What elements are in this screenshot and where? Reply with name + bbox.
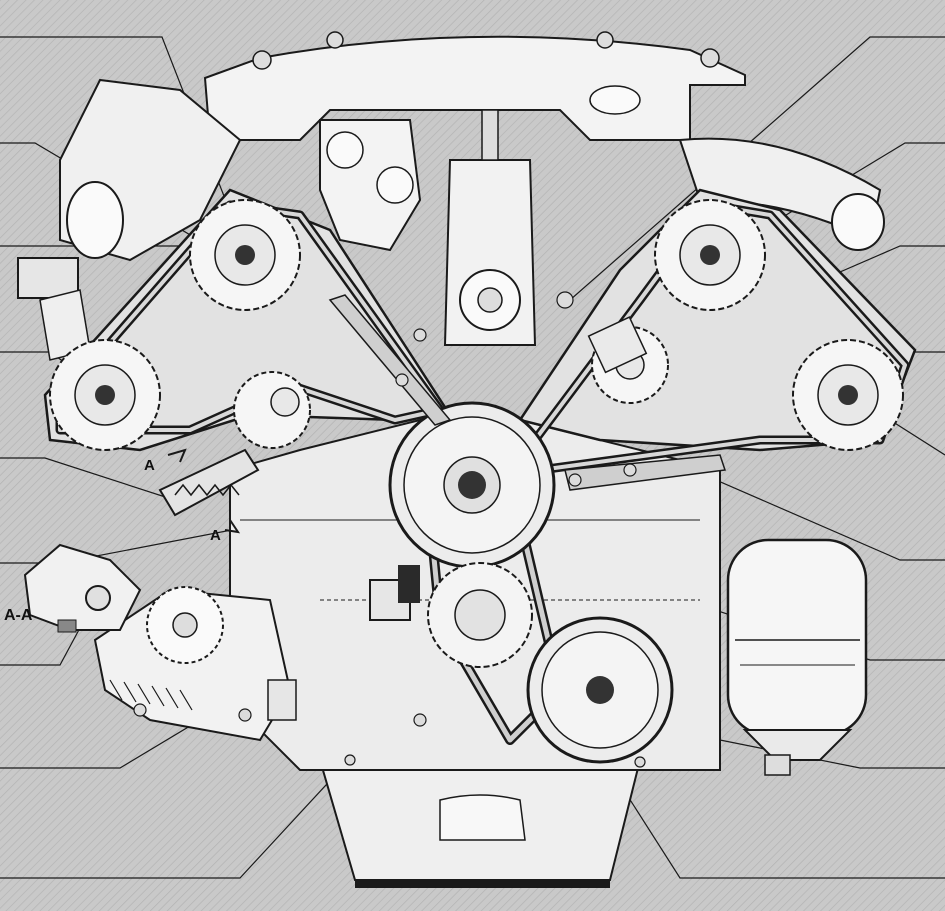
right-tensioner-pulley [587, 316, 669, 404]
throttle-body [319, 119, 422, 252]
belt-tensioner-spring [158, 448, 260, 517]
left-cam-sprocket-lower [49, 339, 161, 451]
intake-manifold [203, 31, 746, 141]
oil-pump-pulley [526, 616, 674, 764]
left-tensioner-pulley [233, 371, 311, 449]
injection-pump [443, 109, 537, 346]
oil-filter [726, 538, 868, 776]
alternator [93, 586, 297, 742]
crankshaft-pulley [388, 401, 556, 569]
oil-sump [318, 759, 642, 888]
section-mark-upper: A [144, 457, 155, 474]
section-mark-lower: A [210, 527, 221, 544]
crank-sensor [369, 565, 420, 621]
section-label: A-A [4, 607, 33, 624]
fastener-bolts [133, 291, 646, 768]
distributor-housing [17, 257, 91, 361]
section-arrow-lower [224, 519, 241, 534]
section-inset-detail [23, 543, 142, 633]
left-cam-sprocket-upper [189, 199, 301, 311]
chain-guide-right [564, 454, 726, 491]
right-cam-sprocket-upper [654, 199, 766, 311]
right-cam-sprocket-lower [792, 339, 904, 451]
right-timing-belt-inner [533, 203, 907, 472]
section-arrow-upper [167, 448, 187, 463]
crank-sprocket [427, 562, 533, 668]
left-intake-pipe [59, 78, 242, 262]
